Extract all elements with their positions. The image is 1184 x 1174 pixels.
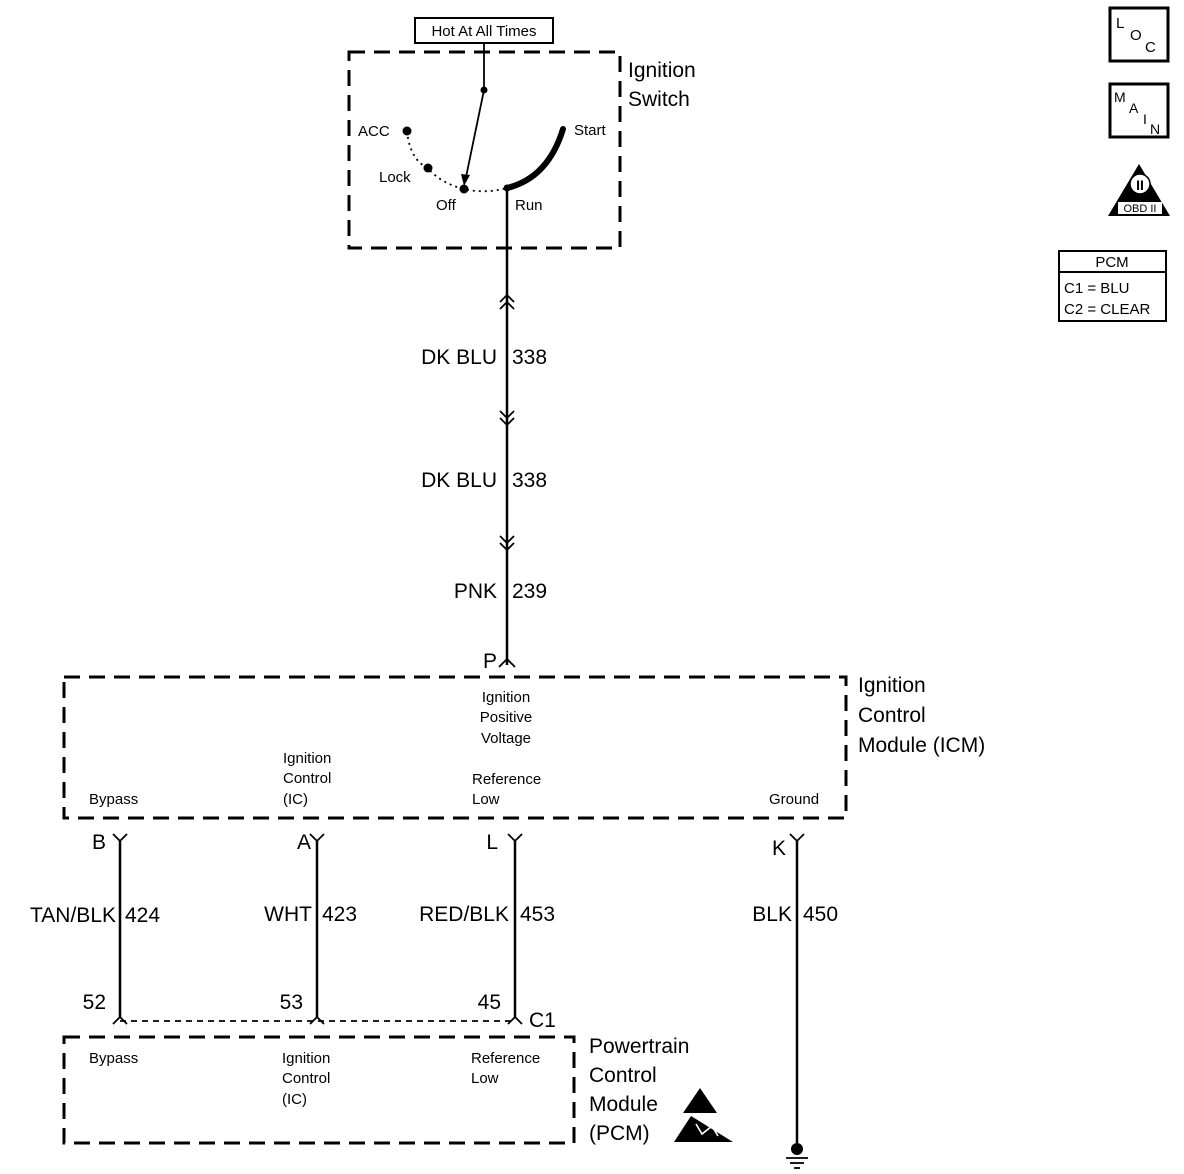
hot-at-all-times-label: Hot At All Times	[431, 23, 536, 40]
wire2-circuit: 338	[512, 469, 547, 492]
main-icon-i: I	[1143, 111, 1147, 127]
icm-pin-a-terminal	[309, 833, 325, 843]
icm-ipv-line2: Positive	[480, 709, 533, 726]
icm-title-line3: Module (ICM)	[858, 734, 985, 757]
pcm-legend-c1: C1 = BLU	[1064, 280, 1129, 297]
main-icon-n: N	[1150, 121, 1160, 137]
pcm-pin-45-terminal	[507, 1015, 523, 1025]
main-icon-a: A	[1129, 100, 1139, 116]
esd-warning-icon	[674, 1088, 733, 1142]
obd-ii-icon: II OBD II	[1108, 164, 1170, 216]
ic-wire-color: WHT	[264, 903, 312, 926]
icm-title-line2: Control	[858, 704, 926, 727]
bypass-wire-circuit: 424	[125, 904, 160, 927]
icm-ref-line1: Reference	[472, 771, 541, 788]
ignition-switch-title-line1: Ignition	[628, 59, 696, 82]
pcm-ref-line1: Reference	[471, 1050, 540, 1067]
ref-low-wire-circuit: 453	[520, 903, 555, 926]
switch-blade	[464, 89, 485, 183]
pcm-ic-line2: Control	[282, 1070, 330, 1087]
obd-ii-label: OBD II	[1123, 203, 1156, 215]
wire1-color: DK BLU	[421, 346, 497, 369]
loc-icon-c: C	[1145, 39, 1156, 56]
pcm-ref-line2: Low	[471, 1070, 499, 1087]
pcm-title-line3: Module	[589, 1093, 658, 1116]
icm-ground-label: Ground	[769, 791, 819, 808]
pcm-legend-title: PCM	[1095, 254, 1128, 271]
icm-ic-line3: (IC)	[283, 791, 308, 808]
feed-circuit: DK BLU 338 DK BLU 338 PNK 239 P	[421, 188, 547, 673]
pcm-ic-line1: Ignition	[282, 1050, 330, 1067]
pcm-pin-53-terminal	[309, 1015, 325, 1025]
icm-pin-b-terminal	[112, 833, 128, 843]
start-label: Start	[574, 122, 607, 139]
acc-label: ACC	[358, 123, 390, 140]
pcm-title-line2: Control	[589, 1064, 657, 1087]
pcm-pin-52-terminal	[112, 1015, 128, 1025]
icm-ic-line2: Control	[283, 770, 331, 787]
loc-icon-o: O	[1130, 27, 1142, 44]
icm-ic-line1: Ignition	[283, 750, 331, 767]
ref-low-wire-color: RED/BLK	[419, 903, 509, 926]
powertrain-control-module: Powertrain Control Module (PCM) Bypass I…	[62, 1035, 733, 1145]
legend-icons: L O C M A I N II OBD II PCM C1 = BLU C2 …	[1058, 6, 1170, 322]
main-icon: M A I N	[1108, 82, 1170, 139]
off-contact	[459, 184, 469, 194]
acc-contact	[402, 126, 412, 136]
ground-symbol	[786, 1143, 808, 1169]
icm-box	[62, 675, 848, 820]
pcm-pin-45-label: 45	[478, 991, 501, 1014]
pcm-pin-52-label: 52	[83, 991, 106, 1014]
pcm-bypass-label: Bypass	[89, 1050, 138, 1067]
icm-bypass-label: Bypass	[89, 791, 138, 808]
ignition-switch: Hot At All Times Ignition Switch ACC Loc…	[347, 17, 696, 250]
wire3-circuit: 239	[512, 580, 547, 603]
icm-pin-k-label: K	[772, 837, 786, 860]
pcm-connector-legend: PCM C1 = BLU C2 = CLEAR	[1058, 250, 1167, 322]
ground-wire-circuit: 450	[803, 903, 838, 926]
off-label: Off	[436, 197, 457, 214]
pcm-title-line4: (PCM)	[589, 1122, 650, 1145]
switch-blade-arrow	[461, 174, 470, 186]
lock-label: Lock	[379, 169, 411, 186]
icm-title-line1: Ignition	[858, 674, 926, 697]
output-circuits: B A L K TAN/BLK 424 WHT 423 RED/BLK 453 …	[30, 831, 838, 1169]
wire3-color: PNK	[454, 580, 497, 603]
icm-pin-l-terminal	[507, 833, 523, 843]
inline-connector-3	[499, 535, 515, 552]
main-icon-m: M	[1114, 89, 1126, 105]
icm-pin-l-label: L	[486, 831, 498, 854]
pcm-pin-53-label: 53	[280, 991, 303, 1014]
pcm-ic-line3: (IC)	[282, 1091, 307, 1108]
ground-wire-color: BLK	[752, 903, 792, 926]
icm-ref-line2: Low	[472, 791, 500, 808]
icm-pin-p-terminal	[498, 657, 516, 668]
obd-ii-numeral: II	[1136, 177, 1144, 193]
icm-ipv-line3: Voltage	[481, 730, 531, 747]
inline-connector-1	[499, 293, 515, 310]
run-label: Run	[515, 197, 543, 214]
icm-pin-a-label: A	[297, 831, 311, 854]
ignition-switch-title-line2: Switch	[628, 88, 690, 111]
pcm-title-line1: Powertrain	[589, 1035, 689, 1058]
run-start-contact	[504, 126, 566, 191]
wire1-circuit: 338	[512, 346, 547, 369]
switch-travel-arc	[406, 130, 508, 193]
lock-contact	[423, 163, 433, 173]
icm-pin-b-label: B	[92, 831, 106, 854]
loc-icon: L O C	[1108, 6, 1170, 63]
pcm-connector-c1-label: C1	[529, 1009, 556, 1032]
icm-pin-p-label: P	[483, 650, 497, 673]
pcm-box	[62, 1035, 576, 1145]
bypass-wire-color: TAN/BLK	[30, 904, 116, 927]
icm-pin-k-terminal	[789, 833, 805, 843]
inline-connector-2	[499, 410, 515, 427]
pcm-legend-c2: C2 = CLEAR	[1064, 301, 1150, 318]
wire2-color: DK BLU	[421, 469, 497, 492]
ic-wire-circuit: 423	[322, 903, 357, 926]
ignition-control-module: Ignition Control Module (ICM) Ignition P…	[62, 674, 985, 820]
loc-icon-l: L	[1116, 15, 1124, 32]
icm-ipv-line1: Ignition	[482, 689, 530, 706]
